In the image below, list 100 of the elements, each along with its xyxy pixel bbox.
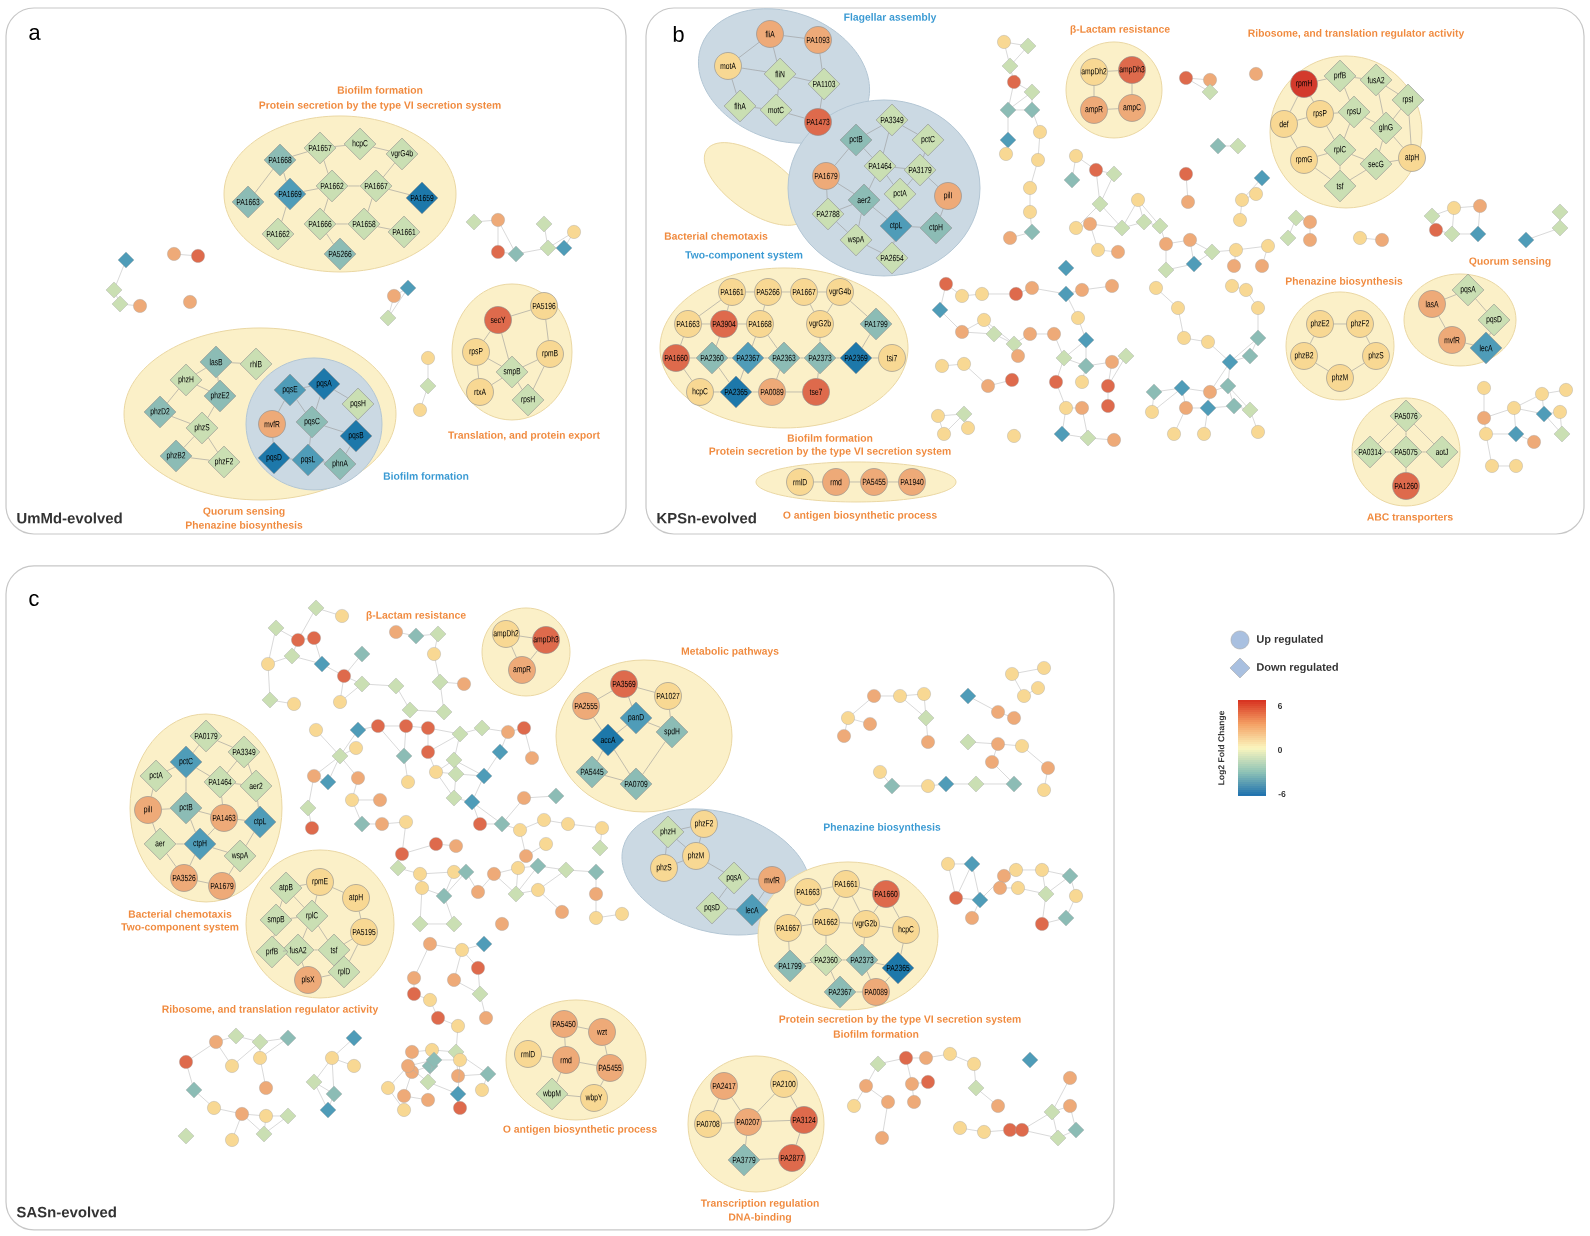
network-edge <box>334 145 346 147</box>
network-edge <box>1310 95 1314 103</box>
network-edge <box>1333 112 1339 114</box>
network-edge <box>801 923 813 927</box>
network-edge <box>739 369 745 381</box>
network-edge <box>715 336 720 347</box>
network-edge <box>788 941 790 951</box>
network-edge <box>1309 336 1315 344</box>
network-edge <box>161 808 171 810</box>
network-edge <box>773 47 778 62</box>
network-edge <box>519 635 533 639</box>
network-edge <box>501 333 509 360</box>
network-edge <box>707 862 724 873</box>
network-edge <box>856 991 863 993</box>
network-edge <box>669 709 671 718</box>
network-edge <box>1289 96 1299 112</box>
network-edge <box>167 388 179 404</box>
network-edge <box>817 372 819 379</box>
network-edge <box>836 221 848 233</box>
network-edge <box>1351 362 1365 372</box>
network-edge <box>1107 108 1119 110</box>
network-edge <box>282 950 288 952</box>
network-edge <box>245 831 255 846</box>
network-edge <box>302 927 308 939</box>
network-edge <box>321 974 331 978</box>
network-edge <box>217 740 233 748</box>
network-edge <box>751 336 756 347</box>
network-edge <box>757 1093 775 1113</box>
network-edge <box>1314 167 1331 180</box>
network-edge <box>665 846 667 855</box>
network-edge <box>842 959 846 961</box>
network-edge <box>228 865 235 875</box>
network-edge <box>197 880 209 884</box>
network-edge <box>597 750 603 762</box>
network-edge <box>907 178 913 186</box>
network-edge <box>522 359 538 368</box>
network-edge <box>491 377 503 385</box>
network-edge <box>541 1055 553 1059</box>
network-edge <box>332 887 344 893</box>
network-edge <box>642 741 666 775</box>
network-edge <box>273 934 275 938</box>
network-edge <box>1107 70 1119 72</box>
network-edge <box>859 887 873 891</box>
network-edge <box>166 766 176 772</box>
network-edge <box>763 305 765 311</box>
network-edge <box>858 213 862 227</box>
network-edge <box>1379 140 1383 152</box>
network-edge <box>1389 159 1399 162</box>
network-edge <box>866 125 882 135</box>
network-edge <box>1413 423 1435 445</box>
network-edge <box>821 886 833 890</box>
network-edge <box>863 937 865 946</box>
network-edge <box>745 1135 747 1146</box>
network-edge <box>836 357 840 359</box>
network-edge <box>809 304 815 312</box>
network-edge <box>1465 342 1474 346</box>
network-edge <box>604 1045 608 1055</box>
network-edge <box>566 1095 581 1097</box>
network-edge <box>1377 423 1399 445</box>
network-edge <box>1290 135 1298 149</box>
network-edge <box>1349 169 1367 181</box>
network-edge <box>699 837 701 843</box>
network-edge <box>477 365 479 379</box>
network-edge <box>886 175 894 185</box>
network-edge <box>767 334 778 349</box>
network-edge <box>1344 87 1350 101</box>
network-edge <box>1438 315 1446 329</box>
network-edge <box>190 457 210 461</box>
network-edge <box>333 389 349 399</box>
network-edge <box>303 386 311 388</box>
network-edge <box>237 819 246 821</box>
network-edge <box>577 1026 589 1030</box>
network-edge <box>731 1097 741 1111</box>
network-edge <box>741 67 767 73</box>
network-edge <box>830 971 836 981</box>
network-edge <box>676 860 684 864</box>
network-edge <box>647 722 661 728</box>
network-edge <box>834 148 849 166</box>
network-edge <box>231 362 241 364</box>
network-edge <box>303 188 319 192</box>
network-edge <box>234 783 242 785</box>
network-edge <box>683 368 693 381</box>
network-edge <box>1475 298 1487 312</box>
network-edge <box>752 391 759 393</box>
network-edge <box>1444 294 1457 300</box>
network-edge <box>873 905 879 913</box>
network-edge <box>293 896 305 908</box>
network-edge <box>875 962 885 966</box>
panel-letter: b <box>673 25 684 43</box>
network-edge <box>902 125 918 135</box>
network-edge <box>212 847 228 853</box>
network-edge <box>727 908 737 910</box>
network-edge <box>1365 336 1371 344</box>
network-edge <box>637 687 655 693</box>
network-edge <box>718 367 730 383</box>
network-edge <box>247 763 253 775</box>
network-edge <box>530 650 538 660</box>
network-edge <box>185 777 187 792</box>
network-edge <box>628 696 633 707</box>
network-edge <box>832 895 840 911</box>
